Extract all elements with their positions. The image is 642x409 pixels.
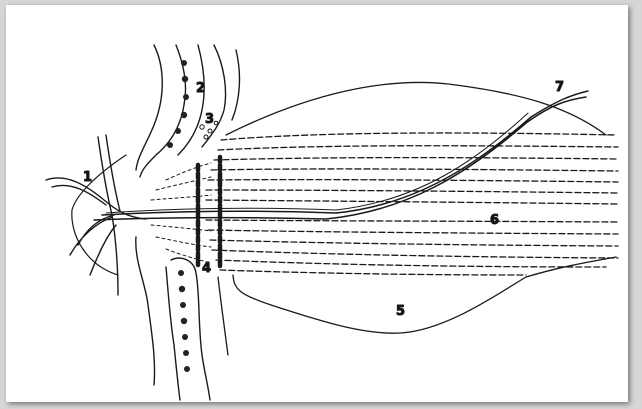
- label-2: 2: [196, 81, 205, 96]
- wall-outer-left: [136, 45, 162, 385]
- vessel-left: [46, 178, 146, 219]
- figure-frame: 1 2 3 4 5 6 7: [6, 5, 628, 402]
- label-4: 4: [202, 261, 211, 276]
- wall-lower-right: [218, 277, 228, 355]
- nerve-fiber-inner: [106, 113, 528, 213]
- anatomy-diagram: 1 2 3 4 5 6 7: [6, 5, 628, 402]
- outer-outline: [226, 82, 616, 333]
- label-3: 3: [205, 112, 214, 127]
- wall-band-lower: [166, 258, 210, 400]
- wall-band-upper: [140, 45, 204, 177]
- outer-left-curve: [72, 155, 126, 275]
- fiber-bundle: [206, 133, 618, 275]
- wall-cells: [167, 60, 190, 372]
- label-6: 6: [490, 213, 499, 228]
- label-5: 5: [396, 304, 405, 319]
- label-7: 7: [555, 80, 564, 95]
- label-1: 1: [83, 170, 92, 185]
